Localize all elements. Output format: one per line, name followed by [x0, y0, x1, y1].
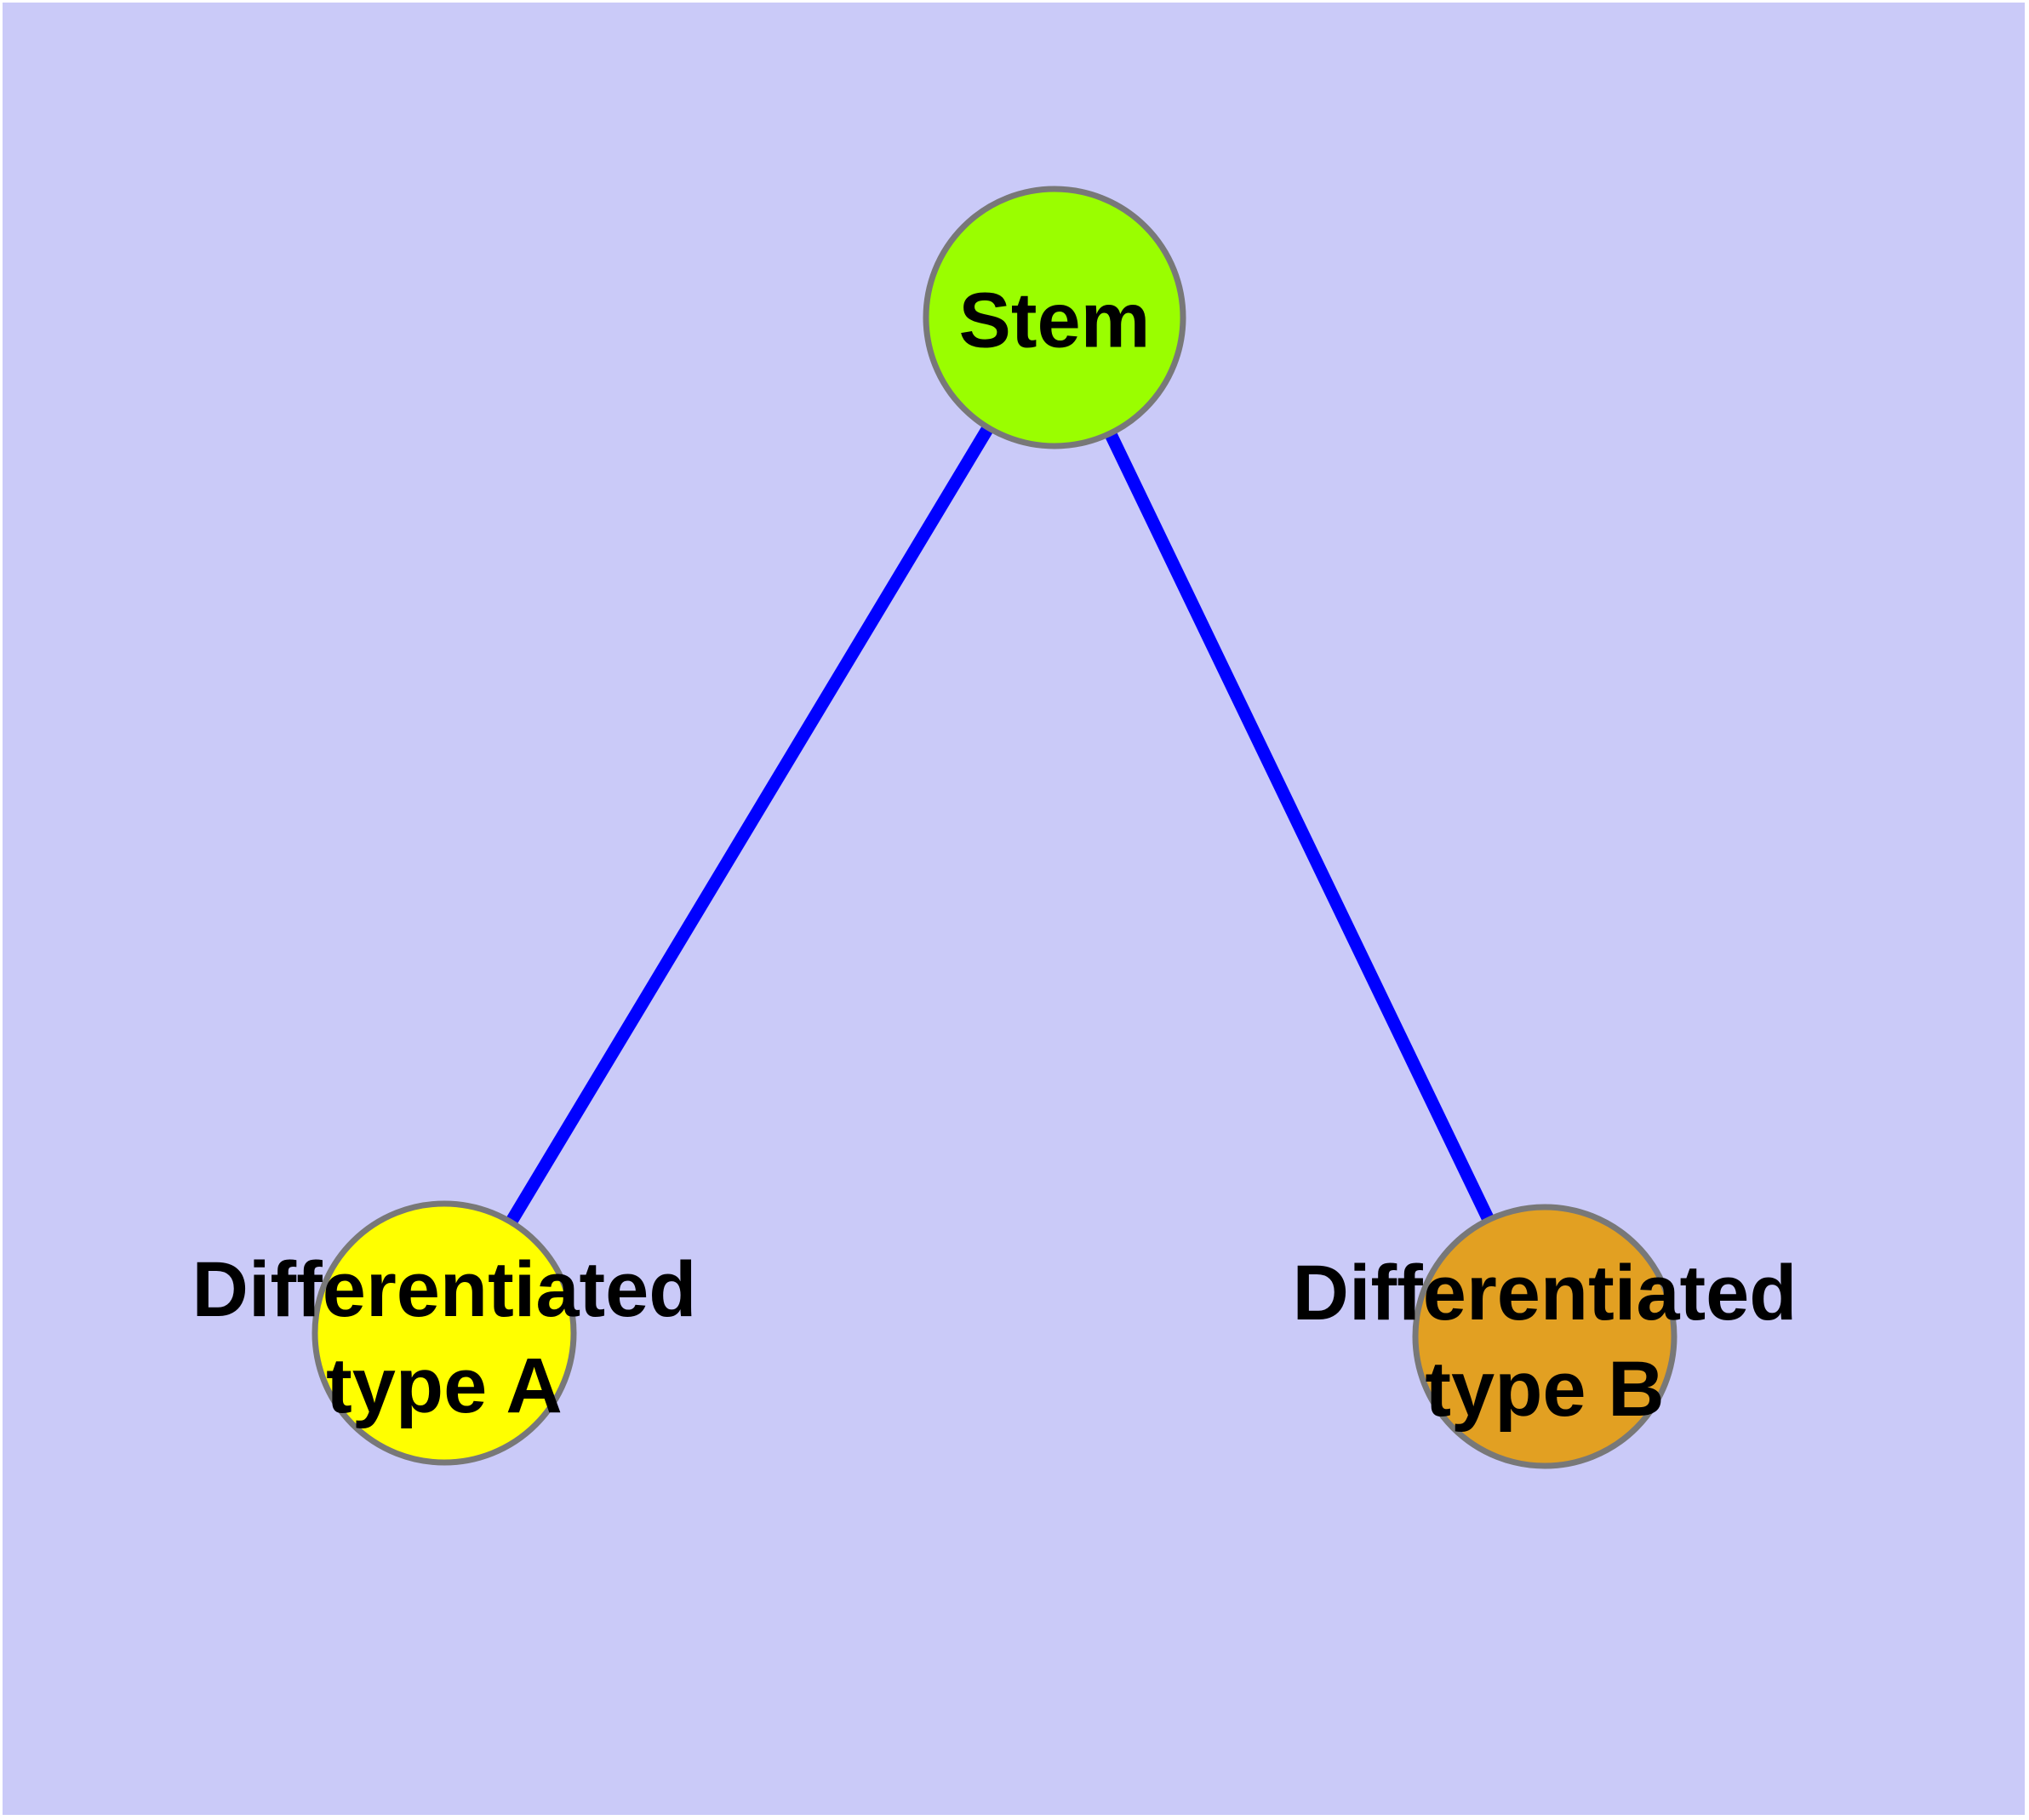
node-differentiated-type-a — [311, 1200, 577, 1466]
edge-stem-to-type-a — [438, 314, 1060, 1336]
node-differentiated-type-b — [1412, 1204, 1677, 1469]
node-group — [311, 186, 1677, 1469]
edge-stem-to-type-b — [1049, 314, 1551, 1340]
node-stem — [923, 186, 1186, 449]
